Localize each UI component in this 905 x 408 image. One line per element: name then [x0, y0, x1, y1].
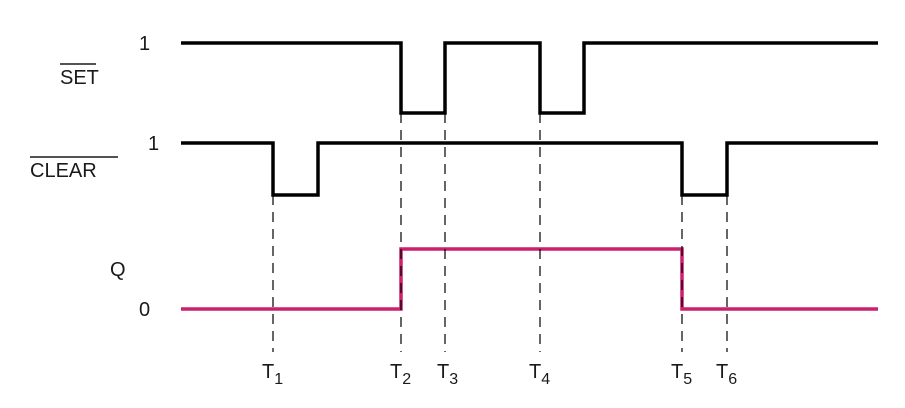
- signal-set: 1 SET: [60, 33, 878, 115]
- marker-t3: T3: [437, 361, 458, 388]
- signal-q: Q 0: [110, 247, 878, 321]
- q-signal-label: Q: [110, 259, 126, 281]
- q-waveform: [181, 247, 878, 311]
- clear-signal-label: CLEAR: [30, 160, 97, 182]
- signal-clear: 1 CLEAR: [30, 133, 878, 197]
- marker-t1: T1: [262, 361, 283, 388]
- set-high-level-label: 1: [139, 33, 150, 55]
- marker-t2: T2: [390, 361, 411, 388]
- q-low-level-label: 0: [139, 299, 150, 321]
- time-markers: T1 T2 T3 T4 T5 T6: [262, 361, 737, 388]
- marker-t4: T4: [529, 361, 550, 388]
- time-guides: [272, 113, 728, 352]
- set-waveform: [181, 41, 878, 115]
- clear-waveform: [181, 141, 878, 197]
- marker-t5: T5: [671, 361, 692, 388]
- clear-high-level-label: 1: [148, 133, 159, 155]
- set-signal-label: SET: [60, 67, 99, 89]
- marker-t6: T6: [716, 361, 737, 388]
